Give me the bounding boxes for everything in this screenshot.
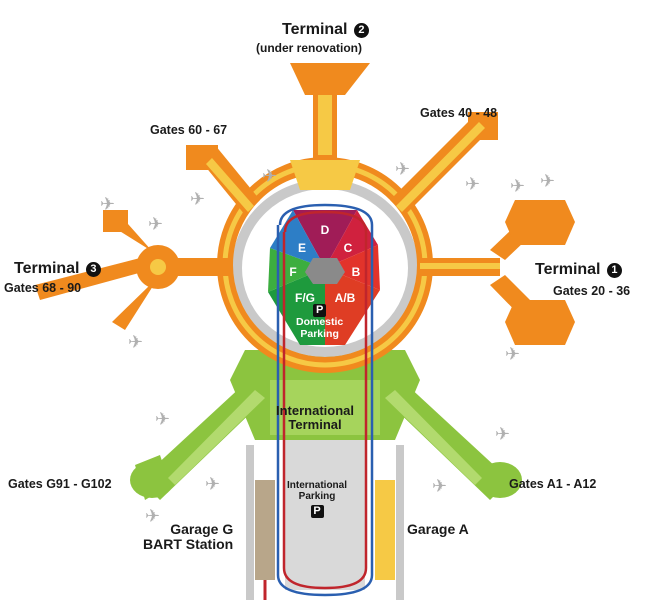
terminal-1-label: Terminal 1 — [535, 261, 622, 279]
section-fg-label: F/G — [295, 291, 315, 305]
svg-text:✈: ✈ — [155, 409, 170, 430]
section-ab-label: A/B — [335, 291, 356, 305]
svg-text:✈: ✈ — [540, 171, 555, 192]
terminal-3-label: Terminal 3 — [14, 260, 101, 278]
section-f-shape — [268, 248, 325, 292]
domestic-parking-label: P Domestic Parking — [296, 304, 343, 340]
terminal-3-gates-label: Gates 68 - 90 — [4, 281, 82, 295]
section-e-label: E — [298, 241, 306, 255]
terminal-3-title: Terminal — [14, 260, 80, 277]
garage-g-label: Garage G BART Station — [143, 521, 234, 553]
svg-text:✈: ✈ — [205, 474, 220, 495]
section-b-label: B — [352, 265, 361, 279]
terminal-1-building — [420, 200, 575, 345]
svg-text:✈: ✈ — [100, 194, 115, 215]
terminal-2-building — [290, 63, 370, 190]
domestic-parking-icon: P — [313, 304, 327, 317]
section-e-shape — [270, 210, 325, 268]
terminal-1-number-badge: 1 — [606, 263, 622, 278]
terminal-1-title: Terminal — [535, 261, 601, 278]
international-parking-line2: Parking — [298, 491, 336, 502]
domestic-parking-line2: Parking — [300, 327, 339, 340]
international-terminal-line2: Terminal — [288, 417, 342, 433]
section-d-label: D — [321, 223, 330, 237]
garages — [255, 480, 395, 580]
international-parking-line1: International — [287, 480, 348, 491]
svg-text:✈: ✈ — [145, 506, 160, 527]
svg-text:✈: ✈ — [465, 174, 480, 195]
section-d-shape — [293, 210, 357, 268]
svg-text:✈: ✈ — [262, 166, 277, 187]
gates-60-67-building — [186, 145, 260, 215]
section-f-label: F — [289, 265, 296, 279]
terminal-1-gates-label: Gates 20 - 36 — [553, 284, 631, 298]
garage-a-label: Garage A — [407, 521, 469, 537]
terminal-2-number-badge: 2 — [353, 23, 369, 38]
terminal-2-note: (under renovation) — [256, 41, 363, 55]
gates-g91-g102-label: Gates G91 - G102 — [8, 477, 112, 491]
garage-g-line1: Garage G — [170, 521, 234, 537]
terminal-2-title: Terminal — [282, 21, 348, 38]
svg-text:✈: ✈ — [505, 344, 520, 365]
svg-text:✈: ✈ — [432, 476, 447, 497]
svg-text:✈: ✈ — [395, 159, 410, 180]
gates-60-67-label: Gates 60 - 67 — [150, 123, 228, 137]
gates-40-48-building — [390, 112, 498, 215]
international-terminal-label: International Terminal — [276, 403, 355, 433]
domestic-parking-line1: Domestic — [296, 316, 344, 328]
gates-40-48-label: Gates 40 - 48 — [420, 106, 498, 120]
central-hub — [305, 258, 345, 284]
airplane-icons: ✈ ✈ ✈ ✈ ✈ ✈ ✈ ✈ ✈ ✈ ✈ ✈ ✈ ✈ ✈ — [100, 159, 555, 527]
terminal-3-number-badge: 3 — [85, 262, 101, 277]
svg-text:✈: ✈ — [190, 189, 205, 210]
terminal-3-building — [35, 210, 230, 330]
section-c-label: C — [344, 241, 353, 255]
terminal-2-label: Terminal 2 — [282, 21, 369, 39]
international-terminal-line1: International — [276, 403, 355, 418]
garage-g-line2: BART Station — [143, 536, 234, 553]
international-parking-icon: P — [310, 505, 324, 518]
svg-text:✈: ✈ — [495, 424, 510, 445]
svg-text:✈: ✈ — [510, 176, 525, 197]
svg-text:✈: ✈ — [128, 332, 143, 353]
international-parking-label: International Parking P — [287, 480, 347, 518]
section-fg-shape — [268, 268, 325, 345]
svg-text:✈: ✈ — [148, 214, 163, 235]
gates-a1-a12-label: Gates A1 - A12 — [509, 477, 597, 491]
